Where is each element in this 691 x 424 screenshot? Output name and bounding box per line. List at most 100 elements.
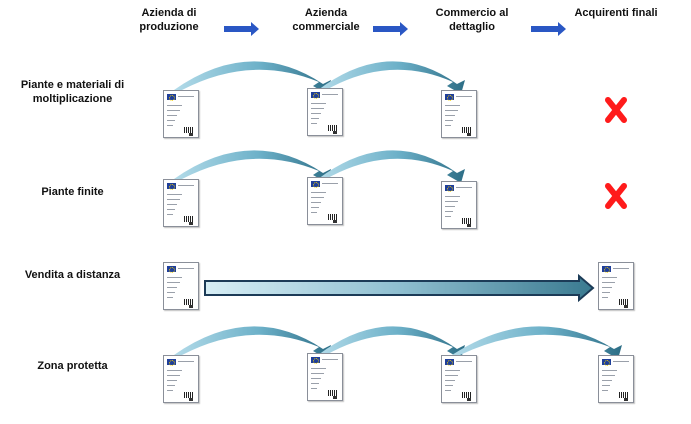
passport-header-line (613, 268, 629, 269)
passport-text-line (167, 292, 175, 293)
passport-text-line (167, 115, 177, 116)
plant-passport-icon (441, 181, 477, 229)
passport-text-line (167, 209, 175, 210)
passport-header-line (178, 185, 194, 186)
eu-flag-icon (311, 357, 320, 364)
passport-text-line (445, 201, 458, 202)
passport-text-line (167, 287, 177, 288)
barcode-icon (184, 392, 194, 398)
red-cross-icon (605, 97, 627, 123)
column-header-line: Acquirenti finali (574, 7, 658, 19)
passport-text-line (311, 388, 317, 389)
row-label-line: Piante e materiali di (20, 79, 125, 91)
barcode-icon (462, 218, 472, 224)
passport-text-line (311, 197, 324, 198)
passport-text-line (602, 375, 615, 376)
passport-text-line (311, 368, 326, 369)
passport-text-line (445, 385, 453, 386)
passport-text-line (311, 207, 319, 208)
passport-text-line (602, 380, 612, 381)
passport-text-line (167, 199, 180, 200)
plant-passport-icon (163, 179, 199, 227)
passport-text-line (311, 123, 317, 124)
passport-text-line (167, 110, 180, 111)
passport-text-line (167, 204, 177, 205)
qr-code-icon (189, 398, 193, 401)
passport-header-line (613, 361, 629, 362)
plant-passport-icon (163, 262, 199, 310)
passport-text-line (445, 211, 453, 212)
row-label-line: moltiplicazione (32, 93, 113, 105)
passport-text-line (311, 192, 326, 193)
passport-text-line (602, 287, 612, 288)
passport-text-line (167, 297, 173, 298)
passport-text-line (167, 277, 182, 278)
passport-header-line (456, 96, 472, 97)
eu-flag-icon (167, 94, 176, 101)
passport-text-line (311, 212, 317, 213)
header-arrow-icon (373, 22, 408, 36)
qr-code-icon (333, 396, 337, 399)
row-label-line: Vendita a distanza (24, 269, 121, 281)
barcode-icon (328, 125, 338, 131)
transfer-arc-arrow (452, 326, 622, 359)
column-header-line: Azienda di (141, 7, 197, 19)
passport-text-line (167, 385, 175, 386)
barcode-icon (184, 299, 194, 305)
passport-text-line (445, 125, 451, 126)
qr-code-icon (624, 398, 628, 401)
passport-header-line (322, 183, 338, 184)
passport-text-line (167, 370, 182, 371)
qr-code-icon (467, 398, 471, 401)
qr-code-icon (467, 224, 471, 227)
eu-flag-icon (167, 266, 176, 273)
passport-text-line (602, 385, 610, 386)
row-label-1: Piante e materiali di moltiplicazione (5, 78, 140, 106)
passport-text-line (167, 390, 173, 391)
passport-text-line (311, 103, 326, 104)
eu-flag-icon (311, 92, 320, 99)
passport-header-line (456, 187, 472, 188)
qr-code-icon (333, 131, 337, 134)
passport-text-line (167, 214, 173, 215)
barcode-icon (462, 127, 472, 133)
header-arrow-icon (224, 22, 259, 36)
passport-text-line (602, 277, 617, 278)
row-label-line: Piante finite (41, 186, 104, 198)
passport-header-line (456, 361, 472, 362)
passport-text-line (167, 194, 182, 195)
qr-code-icon (189, 222, 193, 225)
transfer-arc-arrow (174, 61, 331, 94)
transfer-arc-arrow (318, 61, 465, 94)
passport-text-line (311, 202, 321, 203)
passport-text-line (167, 105, 182, 106)
passport-text-line (445, 196, 460, 197)
passport-text-line (602, 370, 617, 371)
passport-text-line (311, 383, 319, 384)
eu-flag-icon (445, 185, 454, 192)
passport-header-line (322, 359, 338, 360)
passport-text-line (445, 380, 455, 381)
passport-text-line (311, 118, 319, 119)
transfer-arc-arrow (318, 326, 465, 359)
passport-text-line (311, 108, 324, 109)
eu-flag-icon (445, 94, 454, 101)
transfer-arc-arrow (174, 326, 331, 359)
passport-text-line (602, 292, 610, 293)
passport-header-line (178, 361, 194, 362)
plant-passport-icon (163, 355, 199, 403)
passport-text-line (167, 120, 175, 121)
column-header-line: Azienda (304, 7, 348, 19)
qr-code-icon (624, 305, 628, 308)
qr-code-icon (467, 133, 471, 136)
passport-text-line (167, 125, 173, 126)
passport-text-line (167, 380, 177, 381)
plant-passport-icon (441, 90, 477, 138)
passport-text-line (311, 373, 324, 374)
passport-text-line (445, 370, 460, 371)
barcode-icon (184, 127, 194, 133)
